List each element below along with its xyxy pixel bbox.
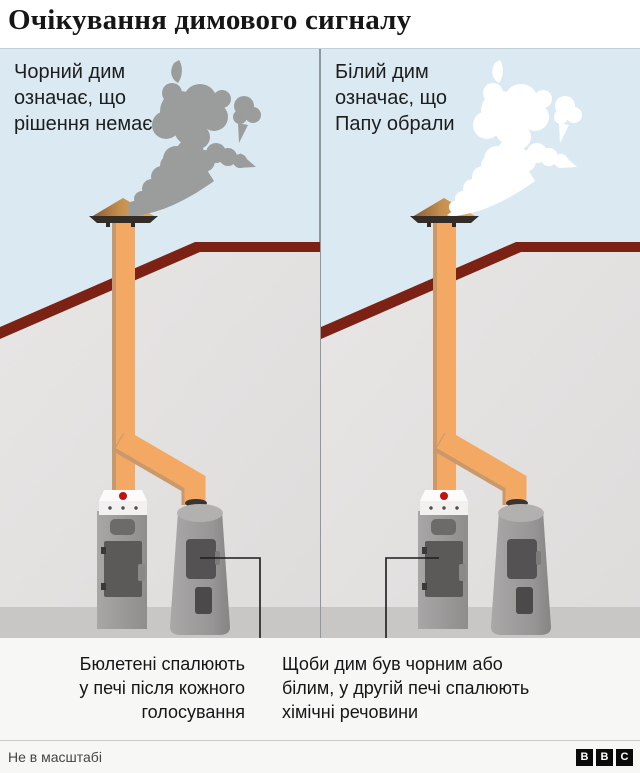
panel-white-smoke: Білий дим означає, що Папу обрали xyxy=(321,49,640,639)
caption-line: білим, у другій печі спалюють xyxy=(282,678,530,698)
caption-line: голосування xyxy=(141,702,246,722)
scale-note: Не в масштабі xyxy=(8,749,102,765)
chimney-scene-left xyxy=(0,60,320,639)
label-line: Білий дим xyxy=(335,61,429,83)
label-line: рішення немає xyxy=(14,113,153,135)
bbc-logo-letter: C xyxy=(616,748,633,766)
caption-chemical-stove: Щоби дим був чорним або білим, у другій … xyxy=(282,652,627,724)
label-line: Папу обрали xyxy=(335,113,455,135)
white-smoke-plume xyxy=(447,60,582,217)
leader-line xyxy=(385,557,439,649)
chimney-scene-right xyxy=(321,60,640,639)
caption-area: Бюлетені спалюють у печі після кожного г… xyxy=(0,638,640,773)
panel-label-black-smoke: Чорний дим означає, що рішення немає xyxy=(14,59,152,137)
label-line: означає, що xyxy=(335,87,448,109)
label-line: означає, що xyxy=(14,87,127,109)
panel-label-white-smoke: Білий дим означає, що Папу обрали xyxy=(335,59,455,137)
bbc-logo: B B C xyxy=(576,748,633,766)
caption-line: Щоби дим був чорним або xyxy=(282,654,503,674)
building-scene xyxy=(0,198,320,639)
bbc-logo-letter: B xyxy=(576,748,593,766)
panel-black-smoke: Чорний дим означає, що рішення немає xyxy=(0,49,321,639)
footer: Не в масштабі B B C xyxy=(0,740,640,773)
caption-line: Бюлетені спалюють xyxy=(79,654,245,674)
label-line: Чорний дим xyxy=(14,61,126,83)
caption-ballot-stove: Бюлетені спалюють у печі після кожного г… xyxy=(0,652,245,724)
bbc-logo-letter: B xyxy=(596,748,613,766)
page-title: Очікування димового сигналу xyxy=(8,4,412,36)
building-scene xyxy=(321,198,640,639)
comparison-panels: Чорний дим означає, що рішення немає xyxy=(0,48,640,638)
caption-line: у печі після кожного xyxy=(79,678,245,698)
caption-line: хімічні речовини xyxy=(282,702,419,722)
leader-line xyxy=(200,557,261,649)
